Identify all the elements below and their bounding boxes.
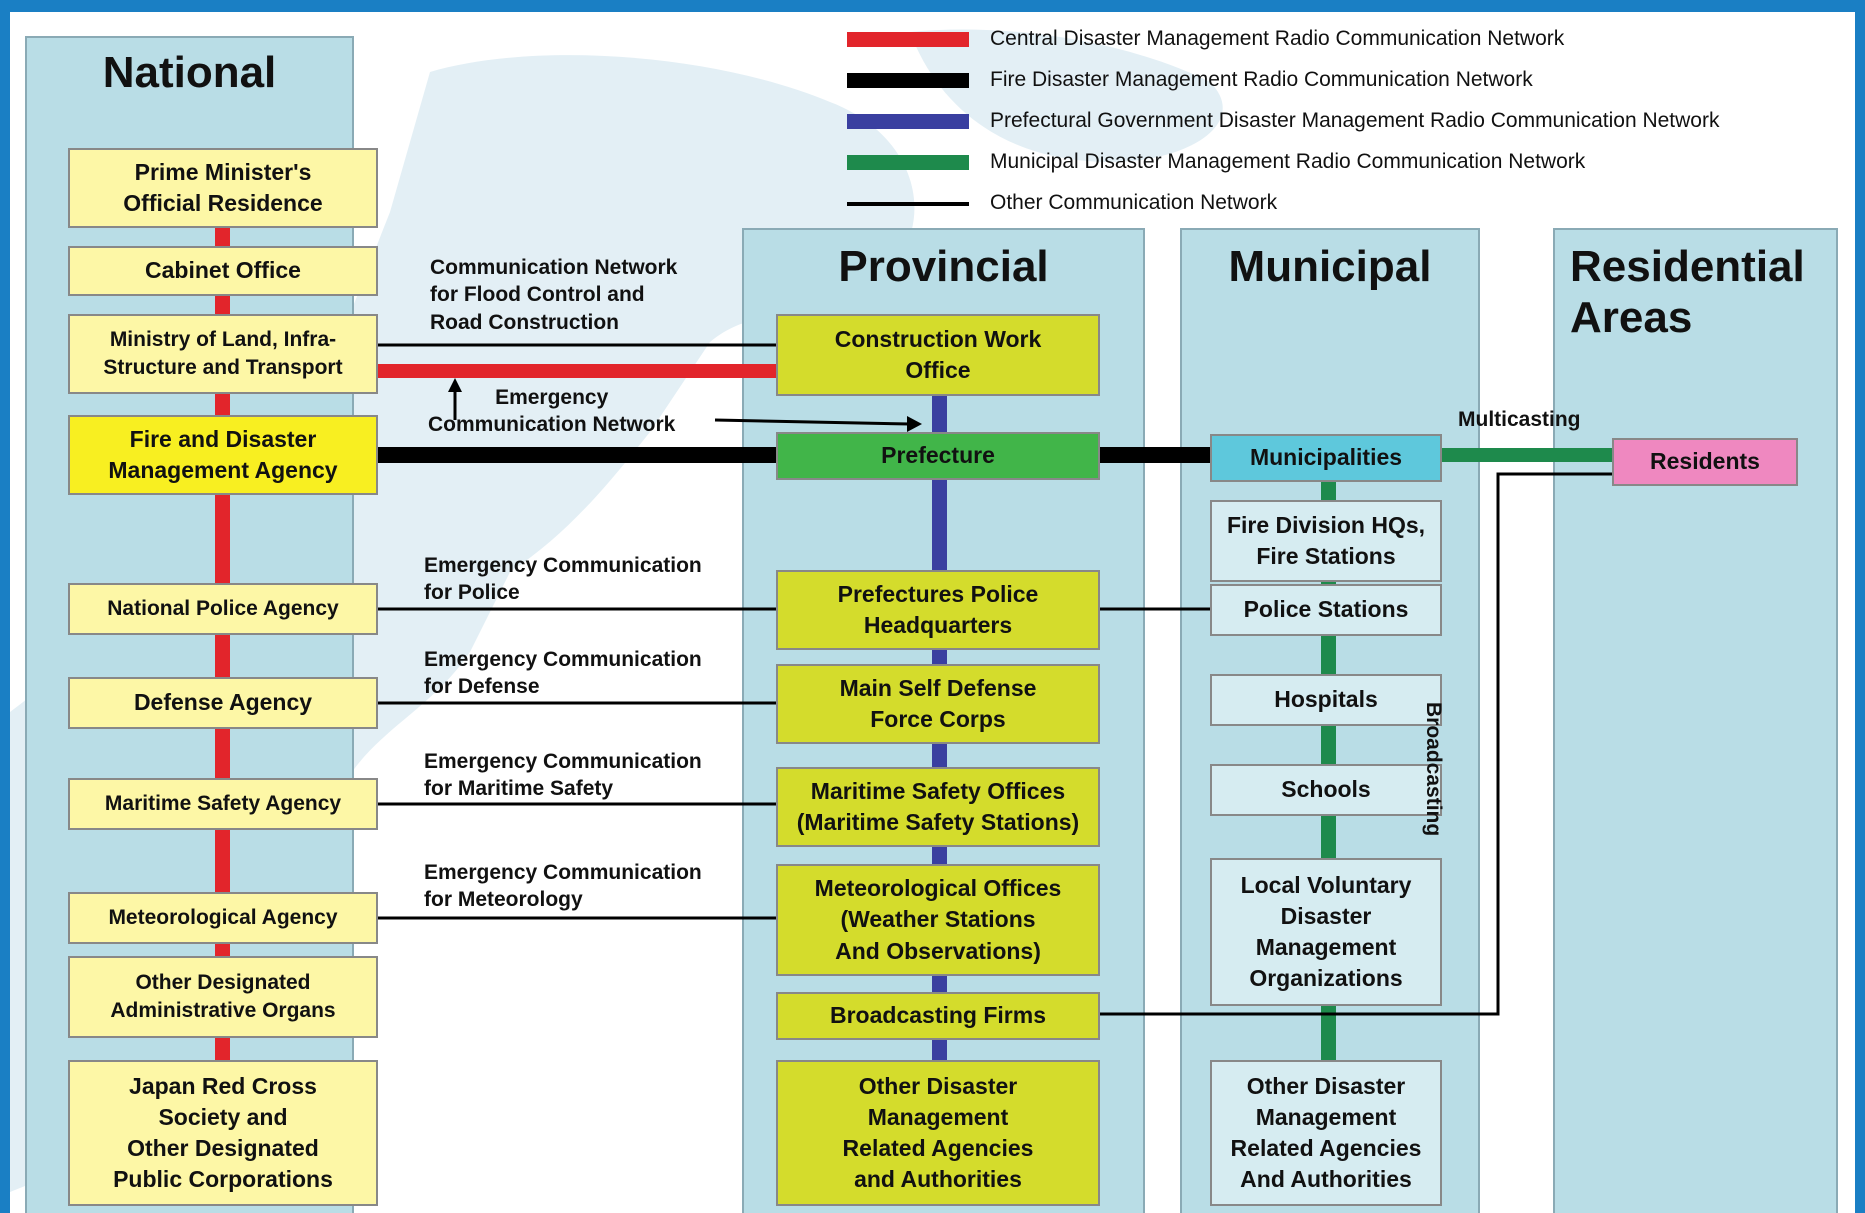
- other-admin-organs-box: Other Designated Administrative Organs: [68, 956, 378, 1038]
- police-hq-box: Prefectures Police Headquarters: [776, 570, 1100, 650]
- emergency-network-label: Emergency Communication Network: [428, 386, 676, 437]
- prime-minister-box: Prime Minister's Official Residence: [68, 148, 378, 228]
- construction-office-box: Construction Work Office: [776, 314, 1100, 396]
- residential-column: [1553, 228, 1838, 1213]
- fire-network-link-1: [368, 447, 776, 463]
- legend-swatch-prefectural: [847, 114, 969, 129]
- sdf-corps-box: Main Self Defense Force Corps: [776, 664, 1100, 744]
- municipal-column-title: Municipal: [1228, 242, 1432, 291]
- diagram-canvas: National Provincial Municipal Residentia…: [10, 12, 1855, 1213]
- maritime-link-label: Emergency Communication for Maritime Saf…: [424, 750, 702, 801]
- met-offices-box: Meteorological Offices (Weather Stations…: [776, 864, 1100, 976]
- multicasting-label: Multicasting: [1458, 408, 1581, 431]
- legend-label-municipal: Municipal Disaster Management Radio Comm…: [990, 150, 1586, 173]
- national-police-agency-box: National Police Agency: [68, 583, 378, 635]
- cabinet-office-box: Cabinet Office: [68, 246, 378, 296]
- defense-link-label: Emergency Communication for Defense: [424, 648, 702, 699]
- central-network-link: [368, 364, 776, 378]
- maritime-safety-agency-box: Maritime Safety Agency: [68, 778, 378, 830]
- police-link-label: Emergency Communication for Police: [424, 554, 702, 605]
- fdma-box: Fire and Disaster Management Agency: [68, 415, 378, 495]
- police-stations-box: Police Stations: [1210, 584, 1442, 636]
- legend-swatch-central: [847, 32, 969, 47]
- legend-label-prefectural: Prefectural Government Disaster Manageme…: [990, 109, 1720, 132]
- emergency-arrow-right-head: [907, 416, 922, 432]
- legend-swatch-other: [847, 202, 969, 206]
- meteorological-agency-box: Meteorological Agency: [68, 892, 378, 944]
- multicast-link: [1442, 448, 1612, 462]
- fire-network-link-2: [1100, 447, 1210, 463]
- fire-stations-box: Fire Division HQs, Fire Stations: [1210, 500, 1442, 582]
- residents-box: Residents: [1612, 438, 1798, 486]
- municipal-other-agencies-box: Other Disaster Management Related Agenci…: [1210, 1060, 1442, 1206]
- emergency-arrow-up-head: [448, 378, 462, 392]
- provincial-column-title: Provincial: [838, 242, 1049, 291]
- prefecture-box: Prefecture: [776, 432, 1100, 480]
- legend-swatch-municipal: [847, 155, 969, 170]
- voluntary-organizations-box: Local Voluntary Disaster Management Orga…: [1210, 858, 1442, 1006]
- broadcasting-firms-box: Broadcasting Firms: [776, 992, 1100, 1040]
- maritime-offices-box: Maritime Safety Offices (Maritime Safety…: [776, 767, 1100, 847]
- schools-box: Schools: [1210, 764, 1442, 816]
- defense-agency-box: Defense Agency: [68, 677, 378, 729]
- legend-label-other: Other Communication Network: [990, 191, 1278, 214]
- meteorology-link-label: Emergency Communication for Meteorology: [424, 861, 702, 912]
- residential-column-title: Residential Areas: [1570, 242, 1805, 342]
- hospitals-box: Hospitals: [1210, 674, 1442, 726]
- legend-swatch-fire: [847, 73, 969, 88]
- broadcasting-label: Broadcasting: [1422, 702, 1445, 837]
- broadcasting-link: [1100, 472, 1612, 1016]
- legend-label-fire: Fire Disaster Management Radio Communica…: [990, 68, 1533, 91]
- provincial-other-agencies-box: Other Disaster Management Related Agenci…: [776, 1060, 1100, 1206]
- emergency-arrow-right: [714, 418, 911, 426]
- legend-label-central: Central Disaster Management Radio Commun…: [990, 27, 1565, 50]
- national-column-title: National: [102, 48, 277, 97]
- mlit-box: Ministry of Land, Infra- Structure and T…: [68, 314, 378, 394]
- flood-control-label: Communication Network for Flood Control …: [430, 256, 678, 334]
- red-cross-box: Japan Red Cross Society and Other Design…: [68, 1060, 378, 1206]
- municipalities-box: Municipalities: [1210, 434, 1442, 482]
